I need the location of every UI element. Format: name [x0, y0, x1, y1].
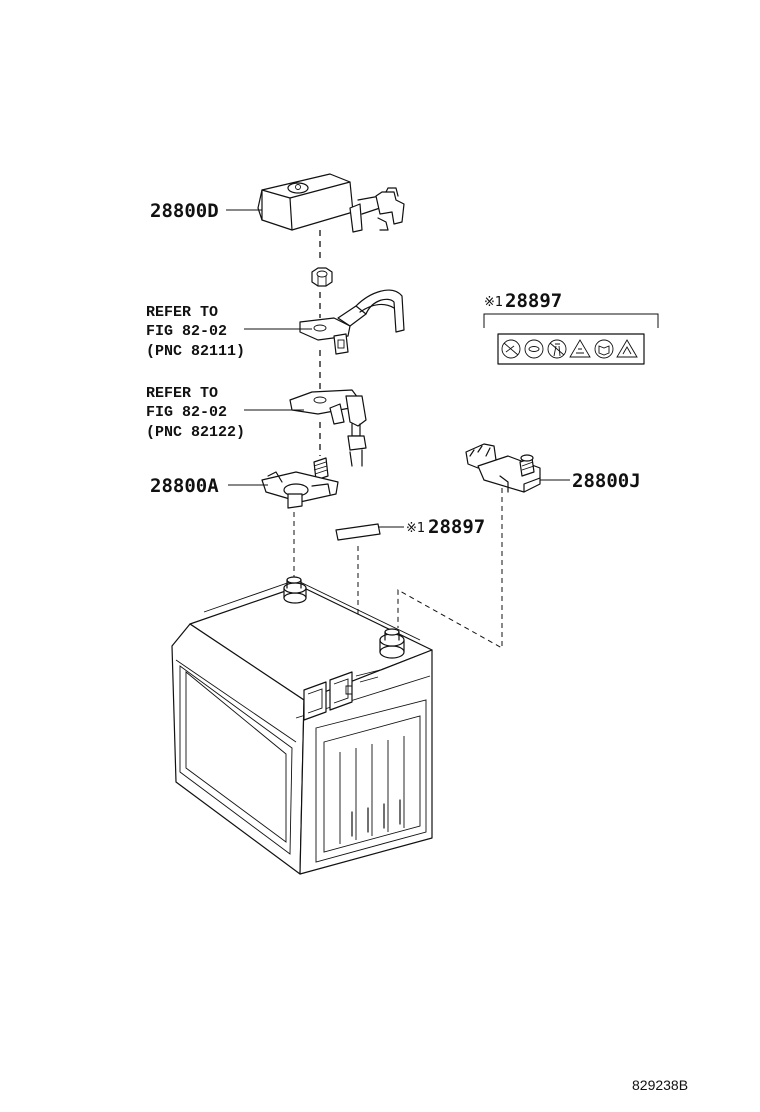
- acid-warning-icon: [569, 339, 591, 358]
- label-sheet-part: [335, 523, 381, 541]
- positive-terminal-part: [465, 443, 541, 493]
- refer-1-line-3: (PNC 82111): [146, 343, 245, 360]
- cable-bracket-82122: [289, 389, 367, 467]
- figure-code: 829238B: [632, 1077, 688, 1093]
- refer-1-line-1: REFER TO: [146, 304, 218, 321]
- keep-children-away-icon: [547, 339, 567, 359]
- nut-part: [311, 267, 333, 287]
- cable-bracket-82111: [299, 289, 405, 355]
- explosion-warning-icon: [616, 339, 638, 358]
- refer-2-line-1: REFER TO: [146, 385, 218, 402]
- positive-terminal-part-number: 28800J: [572, 470, 641, 492]
- cover-part-number: 28800D: [150, 200, 219, 222]
- label-sheet-part-number: 28897: [428, 516, 485, 538]
- caution-label-part: [483, 313, 659, 365]
- refer-2-line-2: FIG 82-02: [146, 404, 227, 421]
- caution-label-mark: ※1: [484, 295, 503, 310]
- label-sheet-mark: ※1: [406, 521, 425, 536]
- terminal-cover-part: [257, 173, 405, 233]
- battery-part: [171, 576, 433, 875]
- eye-protection-icon: [524, 339, 544, 359]
- caution-label-part-number: 28897: [505, 290, 562, 312]
- refer-1-line-2: FIG 82-02: [146, 323, 227, 340]
- refer-2-line-3: (PNC 82122): [146, 424, 245, 441]
- negative-terminal-part: [261, 457, 339, 509]
- no-smoking-icon: [501, 339, 521, 359]
- negative-terminal-part-number: 28800A: [150, 475, 219, 497]
- read-manual-icon: [594, 339, 614, 359]
- axis-line: [397, 488, 503, 649]
